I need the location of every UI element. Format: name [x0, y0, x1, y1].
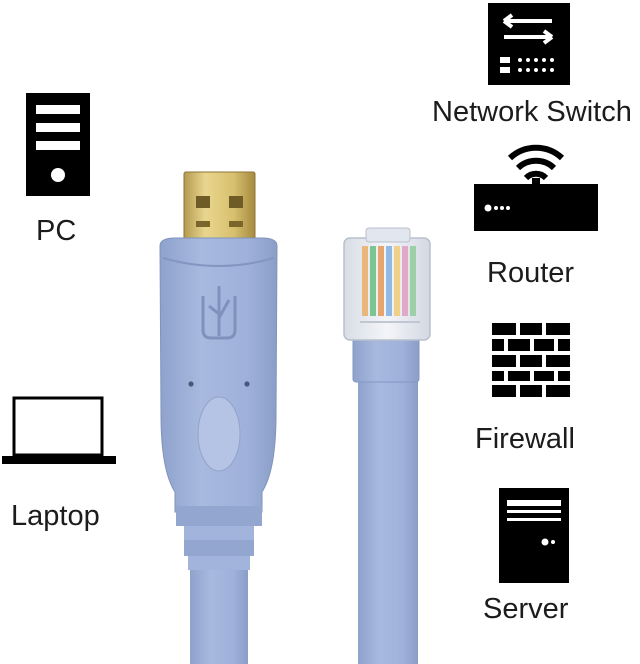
- pc-tower-icon: [26, 93, 90, 196]
- laptop-label: Laptop: [11, 500, 100, 532]
- pc-label: PC: [36, 215, 77, 247]
- server-label: Server: [483, 593, 569, 625]
- usb-symbol-icon: [201, 286, 237, 340]
- laptop-icon: [0, 394, 118, 466]
- network-switch-icon: [488, 3, 570, 85]
- usb-overmold-body: [159, 237, 278, 664]
- usb-a-connector: [183, 171, 256, 251]
- brick-firewall-icon: [492, 323, 570, 397]
- router-label: Router: [487, 257, 575, 289]
- server-tower-icon: [499, 488, 569, 583]
- rj45-connector: [343, 227, 431, 664]
- network-switch-label: Network Switch: [432, 96, 632, 128]
- firewall-label: Firewall: [475, 423, 575, 455]
- wifi-router-icon: [474, 138, 598, 232]
